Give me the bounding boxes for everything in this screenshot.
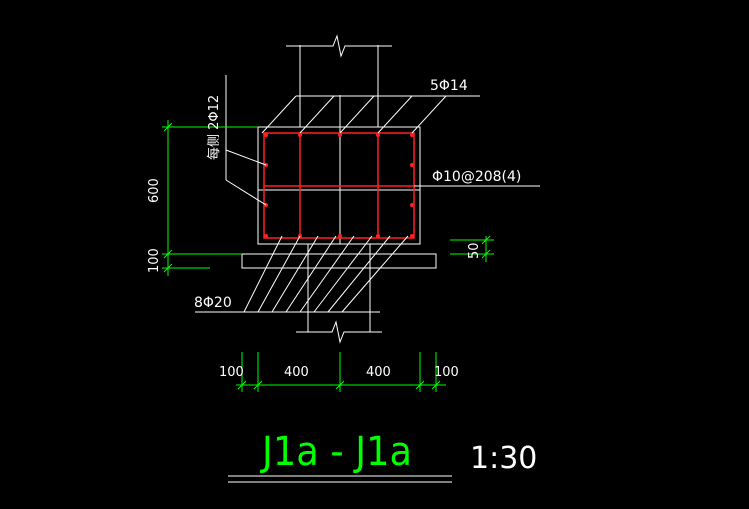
top-bars-label: 5Φ14 <box>430 78 468 94</box>
dim-width-right-edge: 100 <box>434 365 459 380</box>
stirrups-label: Φ10@208(4) <box>432 169 521 185</box>
title-underline <box>228 475 452 483</box>
break-line-bottom <box>296 320 382 344</box>
footing <box>241 244 437 344</box>
dim-height-main: 600 <box>147 178 162 203</box>
upper-column <box>286 34 392 127</box>
dim-width-left-edge: 100 <box>219 365 244 380</box>
dim-width-right: 400 <box>366 365 391 380</box>
dim-width-left: 400 <box>284 365 309 380</box>
side-bars-label: 每侧 2Φ12 <box>206 95 222 160</box>
dimension-lines <box>162 120 494 392</box>
dim-offset-right: 50 <box>467 242 482 259</box>
leaders <box>195 75 540 313</box>
bottom-bars-label: 8Φ20 <box>194 295 232 311</box>
dim-height-slab: 100 <box>147 248 162 273</box>
section-title: J1a - J1a <box>259 429 412 475</box>
scale-label: 1:30 <box>470 441 537 476</box>
break-line-top <box>286 34 392 58</box>
